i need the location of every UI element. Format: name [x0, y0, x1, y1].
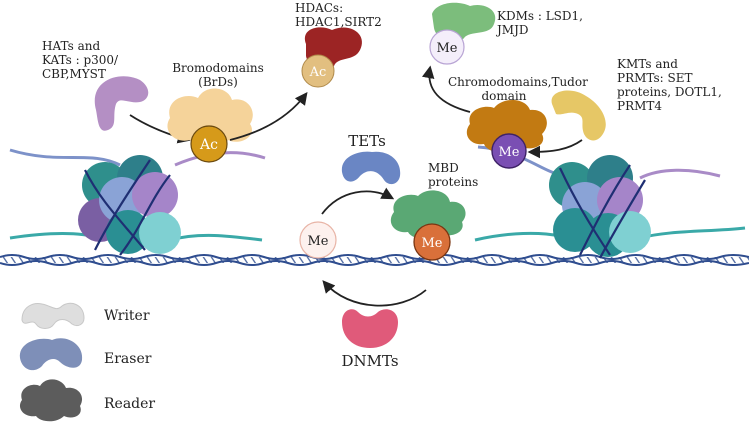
hats-label-line3: CBP,MYST	[42, 67, 106, 81]
kmts-label-line1: KMTs and	[617, 57, 678, 71]
tets-label: TETs	[348, 132, 386, 150]
legend-writer-icon	[21, 302, 85, 329]
kdm-arrow	[422, 65, 471, 113]
hats-writer-shape	[94, 76, 149, 131]
brds-label-line2: (BrDs)	[198, 75, 238, 89]
hdacs-label-line1: HDACs:	[295, 1, 343, 15]
svg-text:(BrDs): (BrDs)	[198, 75, 238, 89]
hdacs-label-line2: HDAC1,SIRT2	[295, 15, 382, 29]
svg-text:domain: domain	[481, 89, 526, 103]
acetyl-mark-left	[190, 125, 228, 163]
bromodomain-reader-shape	[167, 88, 253, 148]
acetyl-mark-hdac-label: Ac	[309, 65, 327, 80]
kmts-label-line3: proteins, DOTL1,	[617, 85, 722, 99]
svg-text:proteins: proteins	[428, 175, 478, 189]
svg-text:Bromodomains: Bromodomains	[172, 61, 264, 75]
methyl-mark-chromo	[491, 133, 527, 169]
legend: Writer Eraser Reader	[19, 302, 155, 422]
chromo-label-line2: domain	[481, 89, 526, 103]
svg-text:KATs : p300/: KATs : p300/	[42, 53, 119, 67]
legend-reader-icon	[19, 379, 83, 422]
chromo-label-line1: Chromodomains,Tudor	[448, 75, 588, 89]
legend-writer-label: Writer	[104, 308, 150, 324]
mbd-label-line1: MBD	[428, 161, 459, 175]
legend-eraser-label: Eraser	[104, 351, 152, 367]
svg-text:HDAC1,SIRT2: HDAC1,SIRT2	[295, 15, 382, 29]
svg-text:CBP,MYST: CBP,MYST	[42, 67, 106, 81]
dnmts-label: DNMTs	[341, 352, 398, 370]
svg-text:JMJD: JMJD	[495, 23, 529, 37]
svg-text:MBD: MBD	[428, 161, 459, 175]
svg-text:HATs and: HATs and	[42, 39, 100, 53]
svg-text:proteins, DOTL1,: proteins, DOTL1,	[617, 85, 722, 99]
hdac-arrow	[229, 91, 308, 141]
kdms-label-line2: JMJD	[495, 23, 529, 37]
dnmt-writer-shape	[342, 309, 398, 348]
methyl-mark-mbd-label: Me	[421, 236, 442, 251]
legend-reader-label: Reader	[104, 396, 155, 412]
hats-label-line1: HATs and	[42, 39, 100, 53]
hats-label-line2: KATs : p300/	[42, 53, 119, 67]
legend-eraser-icon	[19, 338, 83, 371]
chromodomain-reader-shape	[466, 99, 547, 153]
kmts-label-line4: PRMT4	[617, 99, 662, 113]
mbd-reader-shape	[390, 190, 466, 240]
methyl-mark-kdm-label: Me	[436, 41, 457, 56]
methyl-mark-mbd	[413, 223, 451, 261]
svg-text:PRMTs: SET: PRMTs: SET	[617, 71, 693, 85]
tet-arrow	[321, 187, 395, 215]
svg-text:HDACs:: HDACs:	[295, 1, 343, 15]
dna-strand	[0, 254, 749, 266]
kmt-arrow	[527, 139, 583, 159]
dnmt-arrow	[322, 280, 427, 307]
methyl-mark-kdm	[429, 29, 465, 65]
right-nucleosome	[474, 145, 746, 259]
svg-text:PRMT4: PRMT4	[617, 99, 662, 113]
methyl-mark-dna	[299, 221, 337, 259]
kdms-label-line1: KDMs : LSD1,	[497, 9, 583, 23]
kmt-writer-shape	[551, 90, 606, 141]
brds-label-line1: Bromodomains	[172, 61, 264, 75]
tet-eraser-shape	[341, 151, 401, 185]
acetyl-mark-hdac	[301, 54, 335, 88]
svg-text:KDMs : LSD1,: KDMs : LSD1,	[497, 9, 583, 23]
svg-text:Chromodomains,Tudor: Chromodomains,Tudor	[448, 75, 588, 89]
left-nucleosome	[9, 148, 266, 256]
mbd-label-line2: proteins	[428, 175, 478, 189]
svg-text:KMTs and: KMTs and	[617, 57, 678, 71]
kmts-label-line2: PRMTs: SET	[617, 71, 693, 85]
methyl-mark-dna-label: Me	[307, 234, 328, 249]
methyl-mark-chromo-label: Me	[498, 145, 519, 160]
acetyl-mark-left-label: Ac	[199, 137, 218, 153]
